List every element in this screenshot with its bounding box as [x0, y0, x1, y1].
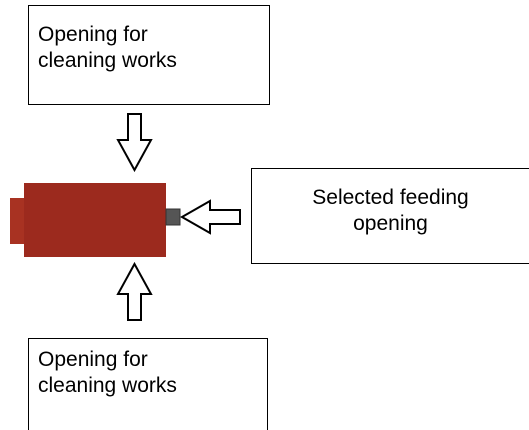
top-label-box: Opening for cleaning works [28, 5, 270, 105]
feed-nozzle [165, 208, 181, 226]
right-label-box: Selected feeding opening [251, 168, 529, 264]
bottom-label-line-1: Opening for [38, 348, 148, 371]
arrow-up-icon [116, 261, 153, 321]
bottom-label-line-2: cleaning works [38, 374, 177, 397]
right-label-line-2: opening [353, 212, 428, 235]
machine-endcap [10, 198, 26, 244]
top-label-line-1: Opening for [38, 23, 148, 46]
arrow-left-icon [179, 199, 241, 235]
arrow-down-icon [116, 113, 153, 173]
top-label-line-2: cleaning works [38, 49, 177, 72]
bottom-label-box: Opening for cleaning works [28, 338, 268, 430]
right-label-line-1: Selected feeding [312, 186, 469, 209]
machine-body [24, 183, 166, 257]
